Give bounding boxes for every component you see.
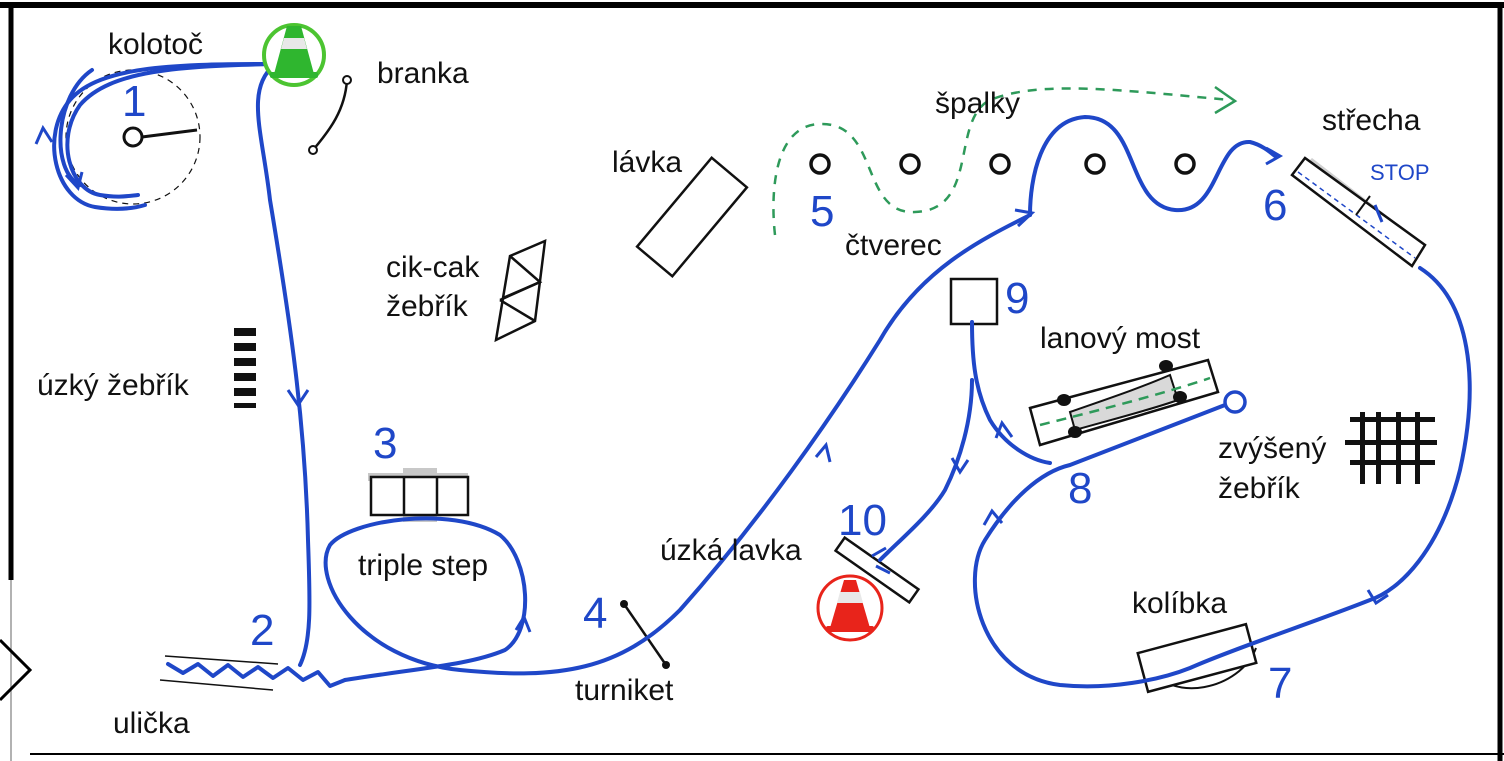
label-triple-step: triple step [358,549,488,582]
label-strecha: střecha [1322,104,1421,137]
obstacle-turniket [620,600,670,669]
obstacle-zvyseny-zebrik [1345,412,1437,484]
label-ulicka: ulička [113,707,190,740]
label-zvyseny-zebrik: žebřík [1218,472,1301,505]
obstacle-uzky-zebrik [234,328,256,408]
finish-cone [816,574,884,642]
obstacle-weave-poles [809,153,1196,175]
label-kolotoc: kolotoč [108,28,203,61]
label-lavka: lávka [612,146,682,179]
obstacle-lanovy-most [1028,358,1220,447]
station-number-4: 4 [583,589,607,638]
label-cik-cak: cik-cak [386,251,480,284]
label-lanovy-most: lanový most [1040,322,1201,355]
obstacle-strecha [1290,156,1427,268]
traffic-cone-icon [826,580,874,632]
label-zvyseny: zvýšený [1218,432,1326,465]
traffic-cone-icon [270,26,318,78]
station-number-7: 7 [1268,659,1292,708]
obstacle-uzka-lavka [833,535,921,605]
station-number-9: 9 [1005,274,1029,323]
handler-route [34,62,1472,689]
station-number-3: 3 [373,419,397,468]
obstacle-triple-step [368,468,470,522]
obstacle-ulicka [159,655,279,691]
label-spalky: špalky [935,87,1020,120]
label-kolibka: kolíbka [1132,587,1227,620]
station-number-6: 6 [1263,181,1287,230]
label-cik-cak-zebrik: žebřík [386,290,469,323]
start-cone [262,23,326,87]
obstacle-branka [308,75,352,155]
obstacle-ctverec [949,277,999,326]
obstacle-lavka [635,156,749,278]
label-ctverec: čtverec [845,229,942,262]
label-uzka-lavka: úzká lavka [660,534,802,567]
label-branka: branka [377,57,469,90]
obstacle-kolibka [1136,622,1258,694]
weave-dashed-route [772,85,1238,236]
stop-label: STOP [1370,160,1430,185]
station-number-10: 10 [838,496,887,545]
station-number-8: 8 [1068,464,1092,513]
station-number-5: 5 [810,187,834,236]
label-uzky-zebrik: úzký žebřík [37,369,190,402]
station-number-1: 1 [122,77,146,126]
obstacle-cik-cak-zebrik [494,238,547,343]
label-turniket: turniket [575,674,674,707]
station-number-2: 2 [250,606,274,655]
